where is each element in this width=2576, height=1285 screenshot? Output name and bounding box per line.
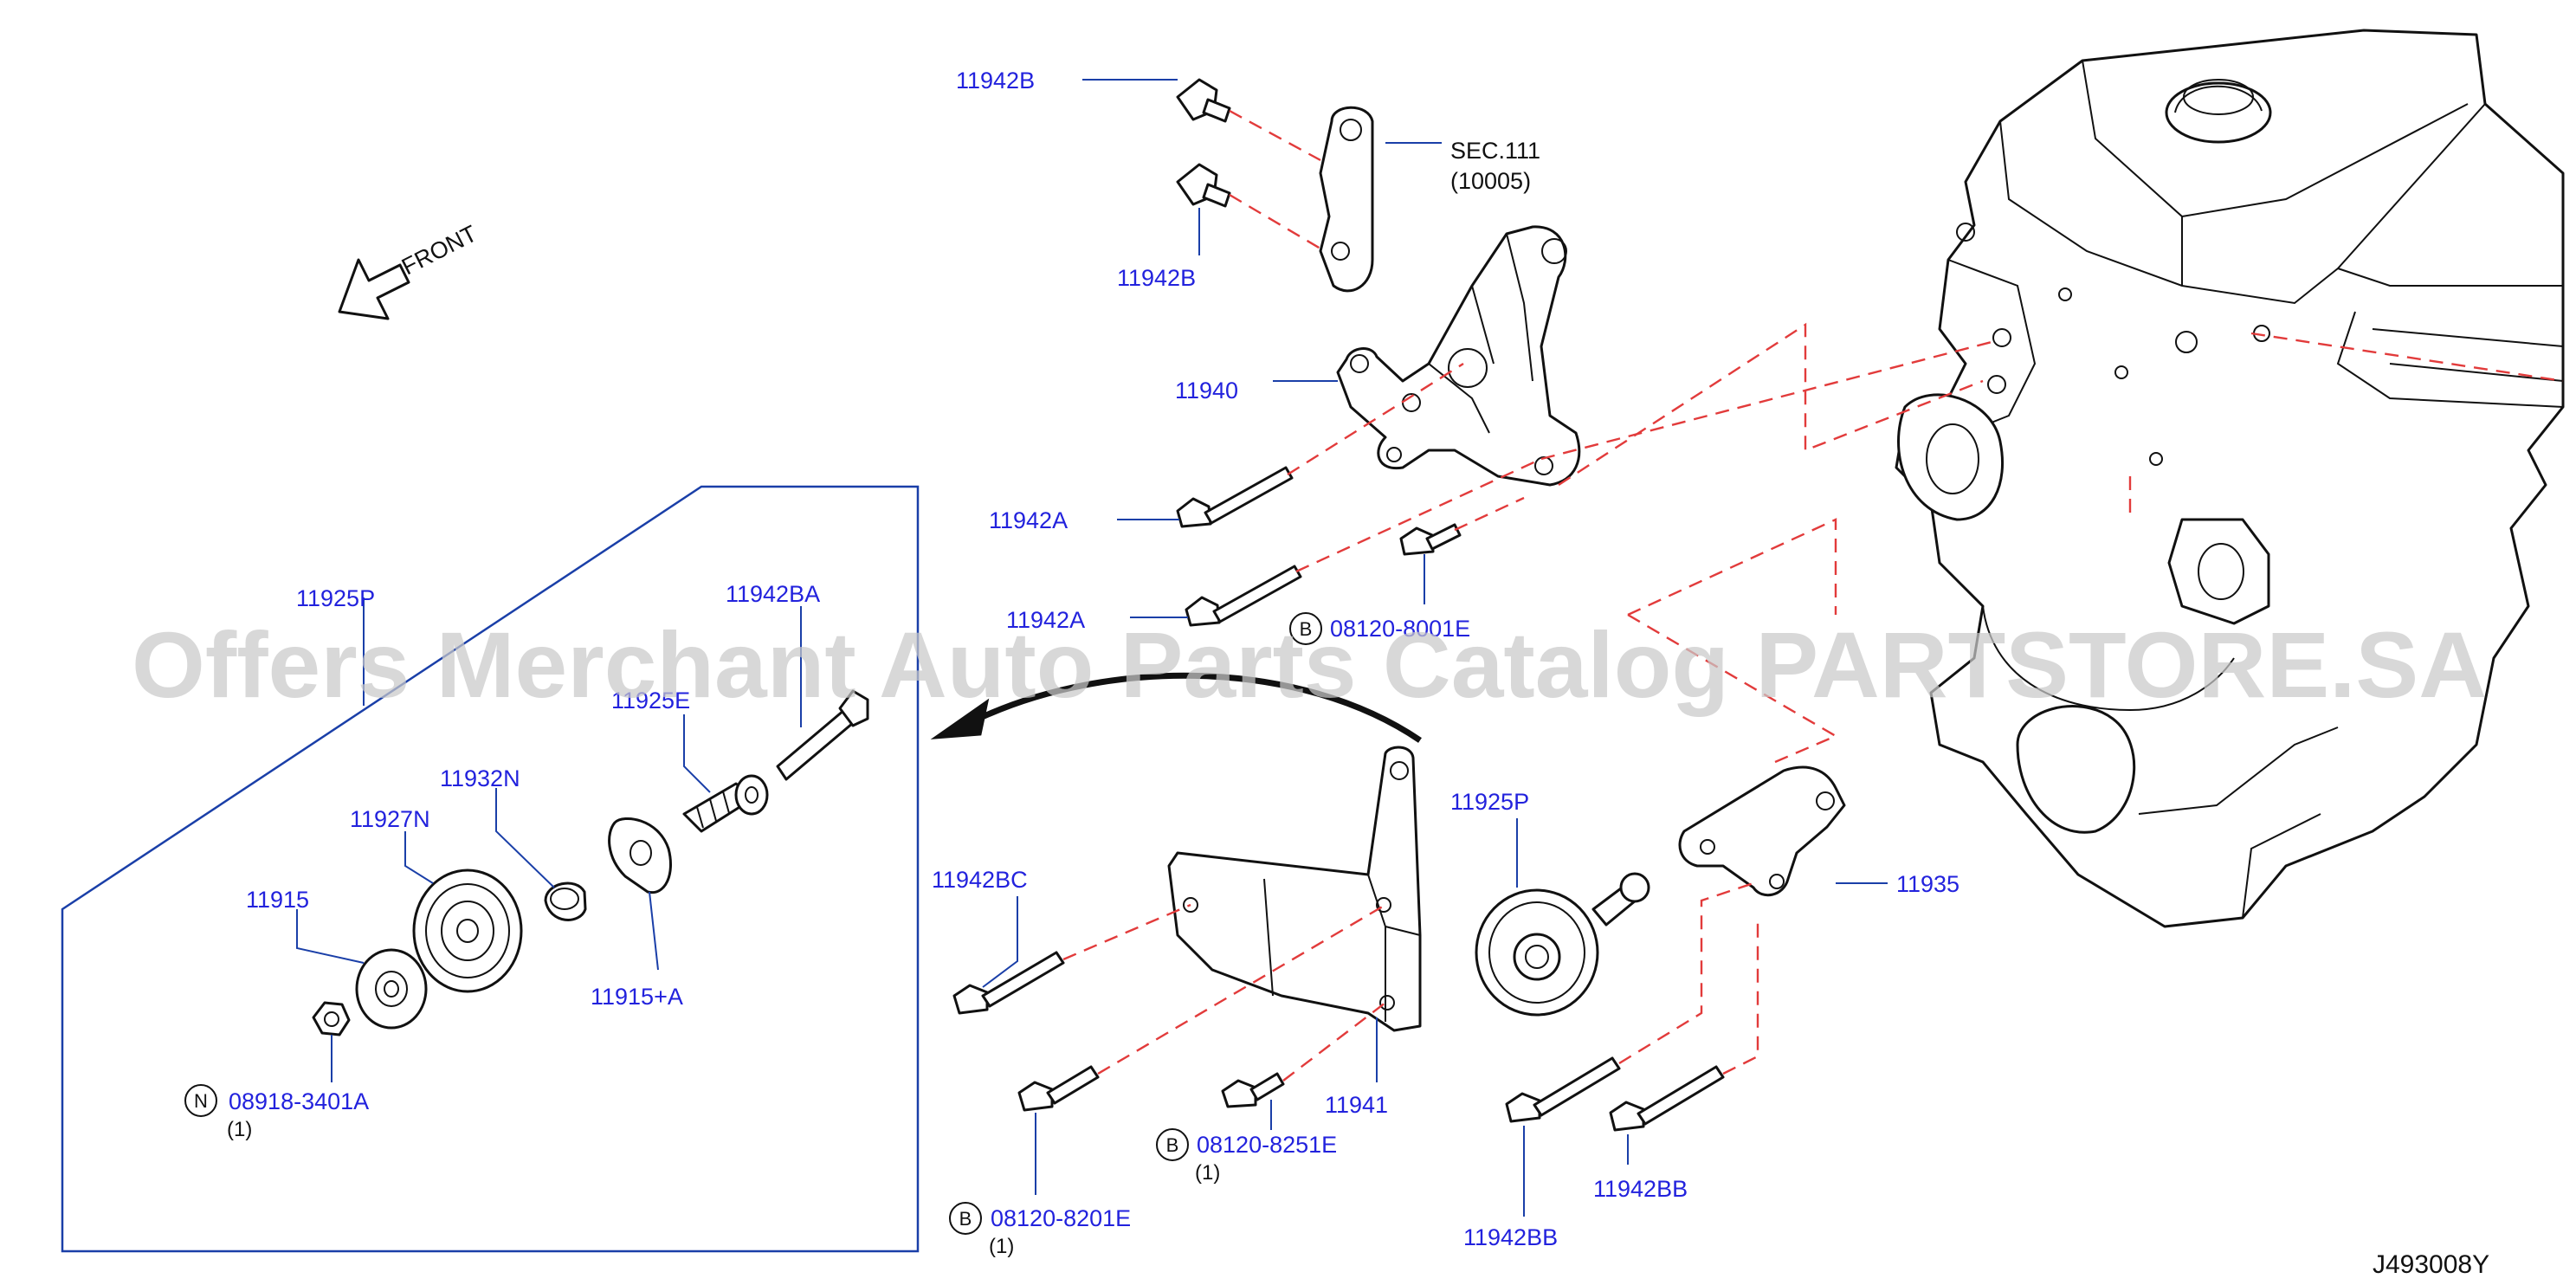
spacer-11932N: [544, 881, 587, 921]
label-sec-111: SEC.111: [1450, 138, 1540, 164]
svg-text:B: B: [1300, 618, 1313, 640]
label-11942BA[interactable]: 11942BA: [726, 581, 820, 607]
bolt-11942BC: [952, 951, 1065, 1015]
label-11942BB-2[interactable]: 11942BB: [1593, 1176, 1688, 1202]
svg-text:B: B: [959, 1208, 972, 1230]
leader-lines: [296, 79, 1888, 1217]
label-11932N[interactable]: 11932N: [440, 765, 520, 791]
bolt-08120-8201E: [1017, 1065, 1100, 1112]
curved-arrow-icon: [930, 672, 1422, 743]
detail-box: [61, 485, 920, 1253]
bolt-08120-8251E: [1221, 1072, 1285, 1108]
label-08120-8201E[interactable]: 08120-8201E: [991, 1205, 1131, 1231]
bolt-11942A-upper: [1176, 466, 1294, 528]
label-11925P-left[interactable]: 11925P: [296, 585, 375, 611]
washer-11915A: [608, 817, 672, 894]
nut-08918-3401A: [312, 1001, 351, 1036]
bracket-11941: [1167, 746, 1422, 1032]
stud-11925E: [682, 774, 769, 833]
label-11942BC[interactable]: 11942BC: [932, 867, 1028, 893]
marker-B-8251E: B: [1156, 1128, 1189, 1161]
bolt-08120-8001E: [1399, 523, 1462, 556]
label-11942BB-1[interactable]: 11942BB: [1463, 1224, 1558, 1250]
sec-111-bracket: [1319, 106, 1374, 293]
bracket-11940: [1336, 225, 1581, 487]
qty-08120-8251E: (1): [1195, 1161, 1220, 1185]
bracket-11935: [1678, 765, 1846, 897]
label-11925E[interactable]: 11925E: [611, 688, 690, 714]
label-11942A-2[interactable]: 11942A: [1006, 607, 1085, 633]
svg-text:N: N: [194, 1090, 208, 1112]
bolt-11942B-mid: [1176, 163, 1231, 208]
washer-11915: [355, 948, 428, 1030]
label-11941[interactable]: 11941: [1325, 1092, 1388, 1118]
engine-block: [1895, 29, 2565, 928]
label-11915A[interactable]: 11915+A: [591, 984, 683, 1010]
label-11942A-1[interactable]: 11942A: [989, 507, 1068, 533]
label-11915[interactable]: 11915: [246, 887, 309, 913]
pulley-11927N: [412, 869, 523, 993]
bolt-11942B-top: [1176, 78, 1231, 123]
bolt-11942BA: [776, 689, 869, 781]
label-11935[interactable]: 11935: [1896, 871, 1959, 897]
bolt-11942A-lower: [1185, 565, 1302, 627]
label-08918-3401A[interactable]: 08918-3401A: [229, 1088, 369, 1114]
qty-08120-8201E: (1): [989, 1235, 1014, 1258]
svg-text:B: B: [1166, 1134, 1179, 1156]
label-08120-8251E[interactable]: 08120-8251E: [1197, 1132, 1337, 1158]
label-11927N[interactable]: 11927N: [350, 806, 430, 832]
label-11942B-mid[interactable]: 11942B: [1117, 265, 1196, 291]
front-label: FRONT: [397, 220, 481, 280]
label-11925P-right[interactable]: 11925P: [1450, 789, 1529, 815]
watermark: Offers Merchant Auto Parts Catalog PARTS…: [132, 612, 2487, 717]
dashed-connection-lines: [1062, 109, 2564, 1082]
diagram-code: J493008Y: [2373, 1250, 2489, 1279]
pulley-11925P-right: [1475, 872, 1650, 1017]
marker-B-8201E: B: [949, 1202, 982, 1235]
bolt-11942BB-right: [1609, 1065, 1725, 1132]
qty-08918-3401A: (1): [227, 1118, 252, 1141]
marker-N-3401A: N: [184, 1084, 217, 1117]
label-11940[interactable]: 11940: [1175, 378, 1238, 404]
front-arrow-icon: [338, 258, 410, 320]
label-11942B-top[interactable]: 11942B: [956, 68, 1035, 94]
marker-B-8001E: B: [1289, 612, 1322, 645]
label-sec-111-ref: (10005): [1450, 168, 1531, 194]
bolt-11942BB-left: [1505, 1056, 1621, 1123]
label-08120-8001E[interactable]: 08120-8001E: [1330, 616, 1470, 642]
